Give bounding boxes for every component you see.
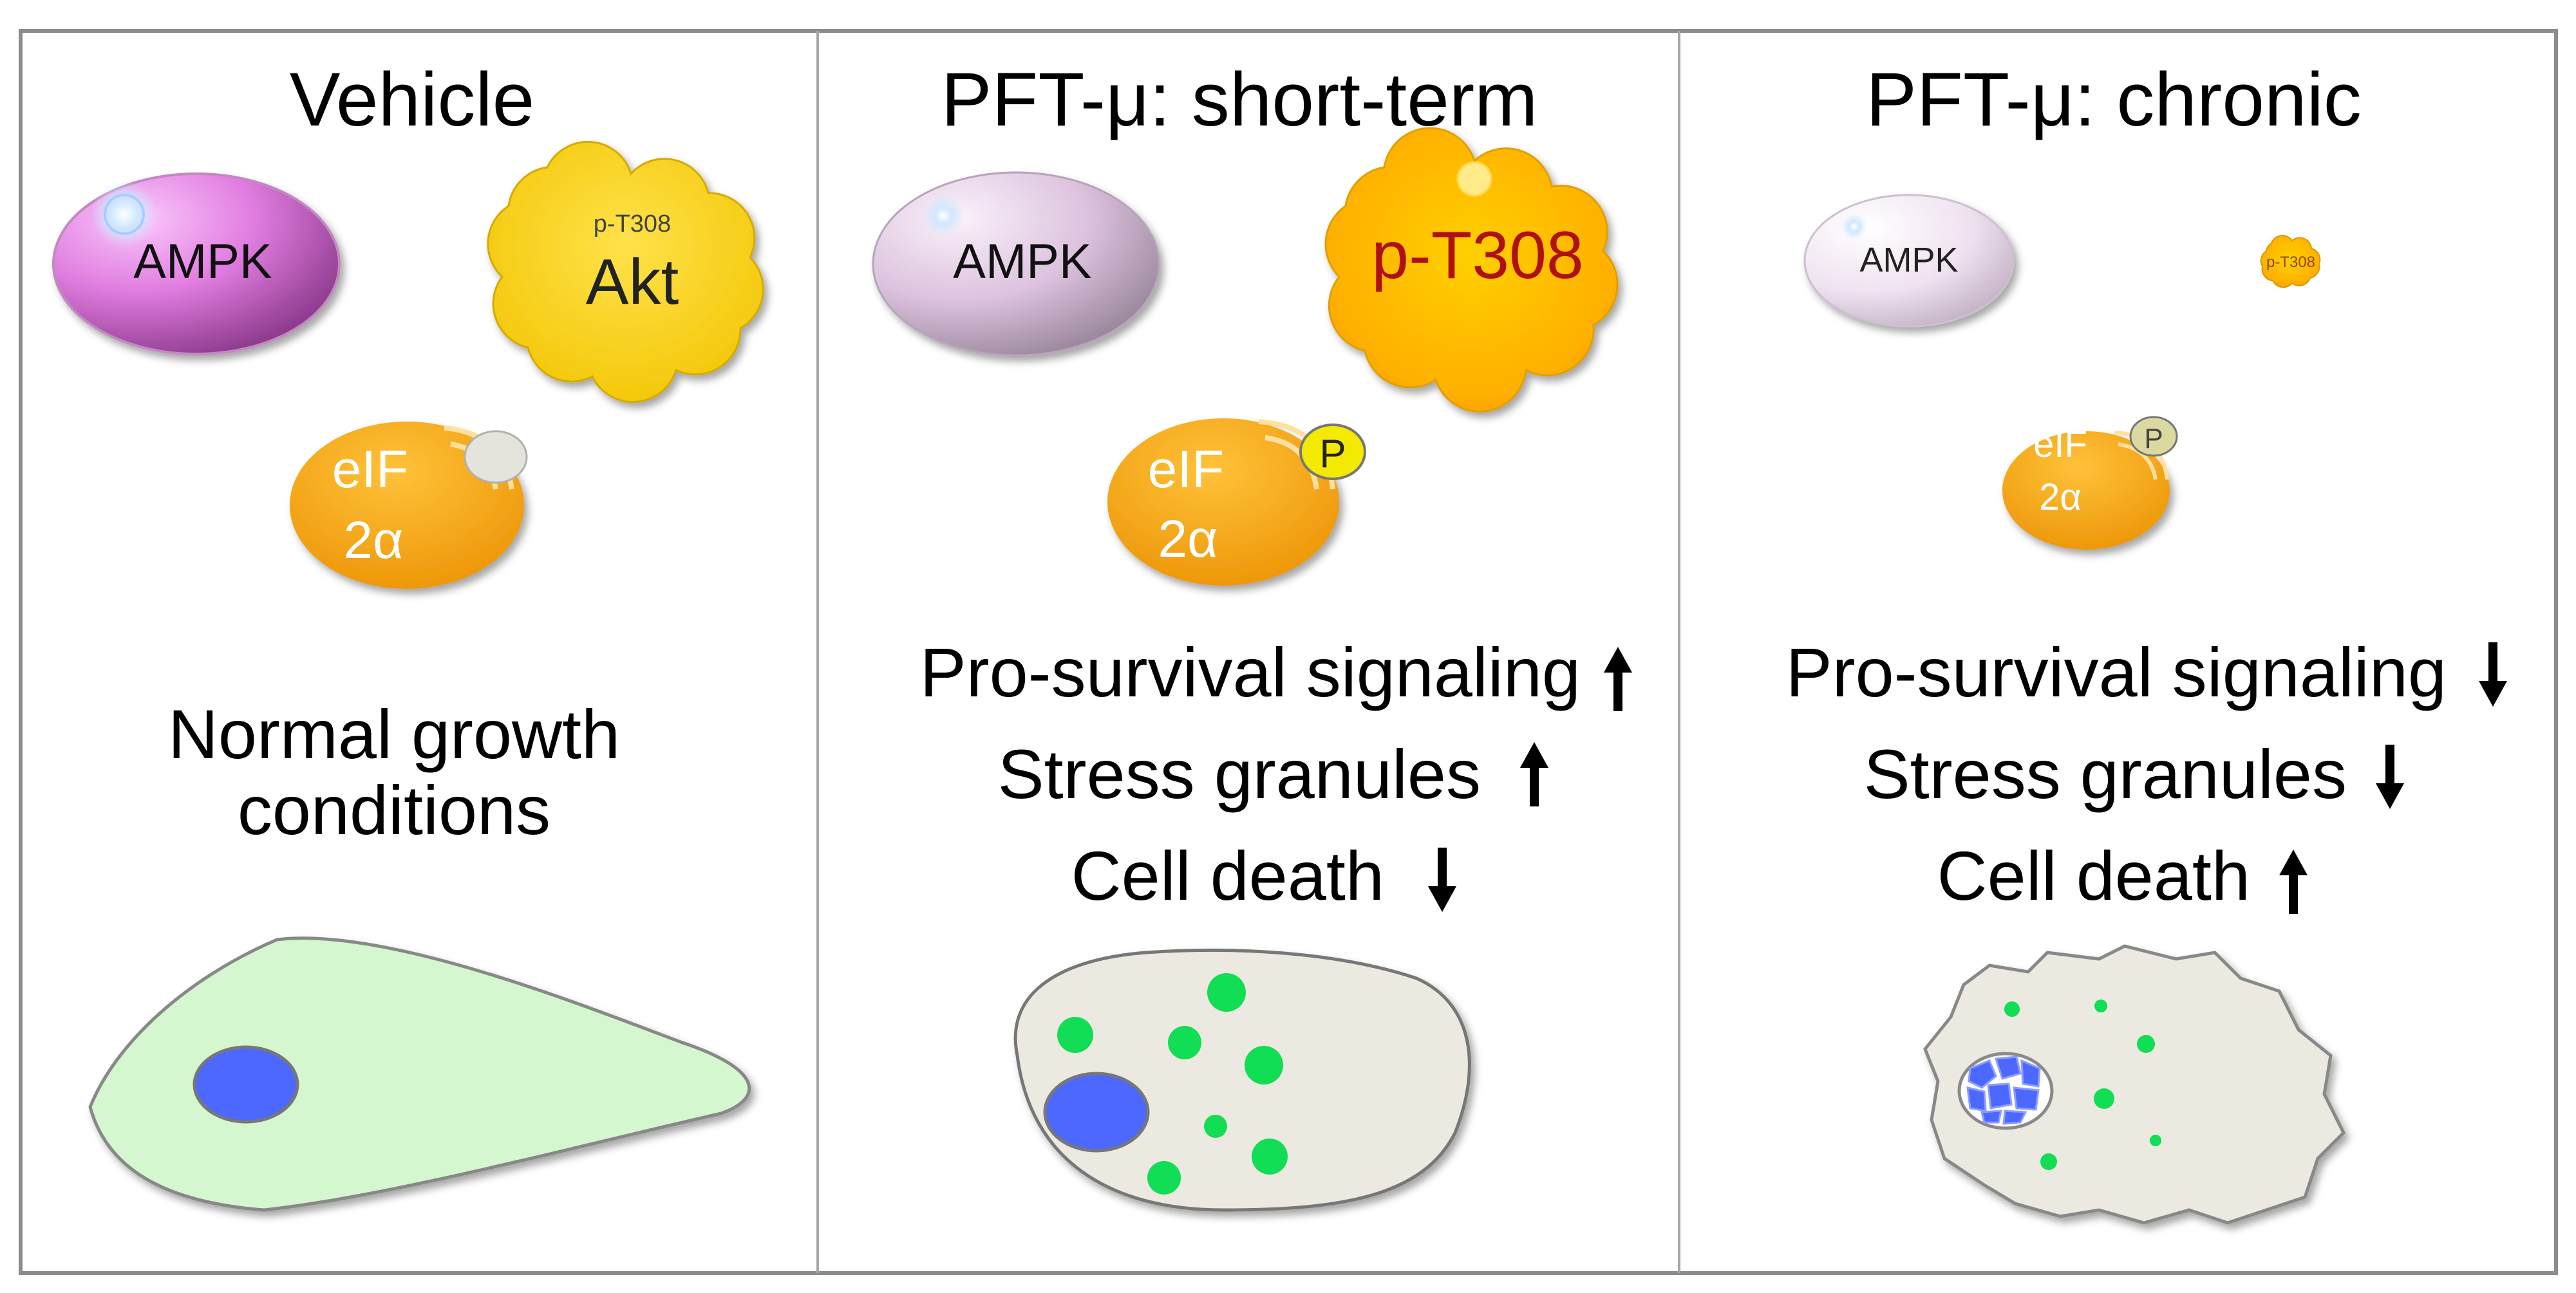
stress-granule — [1147, 1161, 1181, 1195]
dying-cell — [1923, 944, 2346, 1225]
effect-cell-death: Cell death — [1937, 837, 2250, 915]
akt-label: p-T308 — [1371, 218, 1584, 293]
eif-label-line1: eIF — [332, 440, 408, 499]
effect-stress-granules: Stress granules — [1864, 735, 2347, 813]
eif2a-protein — [2002, 431, 2170, 550]
panel-title: PFT-μ: short-term — [941, 57, 1538, 142]
highlight-icon — [1841, 214, 1867, 239]
stress-granule — [2094, 1088, 2114, 1109]
nucleus-fragment — [1994, 1056, 2022, 1080]
akt-protein-tiny — [2260, 234, 2321, 288]
condition-text-line1: Normal growth — [168, 695, 620, 773]
nucleus-fragment — [1968, 1059, 1997, 1089]
ampk-label: AMPK — [1859, 241, 1958, 279]
phosphate-label: P — [1319, 432, 1346, 476]
phosphate-label: P — [2144, 423, 2163, 454]
effect-pro-survival: Pro-survival signaling — [920, 633, 1581, 711]
panel-title: PFT-μ: chronic — [1866, 57, 2362, 142]
condition-text-line2: conditions — [238, 771, 550, 849]
nucleus-fragment — [1987, 1083, 2013, 1110]
stress-granule — [1057, 1017, 1093, 1053]
eif-label-line2: 2α — [343, 511, 403, 570]
stress-granule — [1245, 1046, 1283, 1084]
ampk-label: AMPK — [953, 234, 1091, 289]
highlight-icon — [1456, 161, 1492, 197]
phosphate-group-icon — [1299, 423, 1366, 480]
stress-granules — [2004, 1000, 2161, 1170]
stress-granules — [1057, 973, 1288, 1195]
akt-protein-phosphorylated — [1324, 127, 1619, 413]
stress-granule — [1207, 973, 1246, 1012]
eif-label-line1: eIF — [2033, 423, 2087, 465]
stress-granule — [2150, 1135, 2161, 1146]
phosphate-group-icon — [2129, 416, 2178, 457]
activation-glow-icon — [91, 181, 158, 248]
eif-label-line2: 2α — [1158, 510, 1217, 568]
stress-granule — [1168, 1026, 1201, 1059]
stress-granule — [2094, 1000, 2107, 1012]
stress-granule — [2040, 1153, 2057, 1170]
akt-label: Akt — [586, 246, 679, 318]
panel-vehicle: Vehicle AMPK p-T308 Akt eIF 2α Normal gr… — [52, 57, 764, 1212]
akt-protein — [487, 140, 764, 404]
eif2a-protein — [1107, 418, 1339, 586]
activation-glow-ring — [104, 194, 145, 235]
stressed-cell — [1013, 948, 1471, 1212]
ampk-label: AMPK — [133, 234, 272, 289]
effect-stress-granules: Stress granules — [998, 735, 1481, 813]
effect-cell-death: Cell death — [1071, 837, 1384, 915]
akt-phospho-site-label: p-T308 — [594, 210, 671, 237]
nucleus-fragment — [1966, 1086, 1987, 1112]
akt-label: p-T308 — [2266, 254, 2315, 271]
nucleus-fragment — [2013, 1086, 2040, 1111]
stress-granule — [1204, 1115, 1227, 1138]
panel-short-term: PFT-μ: short-term AMPK p-T308 P eIF 2α P… — [872, 57, 1632, 1212]
highlight-icon — [923, 195, 964, 236]
stress-granule — [2137, 1035, 2155, 1053]
panel-title: Vehicle — [290, 57, 535, 142]
nucleus-fragment — [1980, 1110, 2002, 1124]
effect-pro-survival: Pro-survival signaling — [1786, 633, 2447, 711]
signal-waves-icon — [2118, 442, 2158, 480]
nucleus — [193, 1045, 299, 1124]
fragmented-nucleus — [1966, 1056, 2041, 1125]
stress-granule — [1252, 1139, 1288, 1175]
stress-granule — [2004, 1001, 2020, 1017]
unphosphorylated-site-icon — [464, 430, 528, 484]
nucleus-fragment — [2002, 1110, 2027, 1125]
nucleus — [1043, 1072, 1150, 1153]
nucleus-fragment — [2020, 1059, 2041, 1088]
eif-label-line1: eIF — [1148, 440, 1224, 499]
normal-cell — [88, 936, 751, 1212]
eif-label-line2: 2α — [2039, 476, 2082, 518]
panel-chronic: PFT-μ: chronic AMPK p-T308 P eIF 2α Pro-… — [1786, 57, 2507, 1225]
